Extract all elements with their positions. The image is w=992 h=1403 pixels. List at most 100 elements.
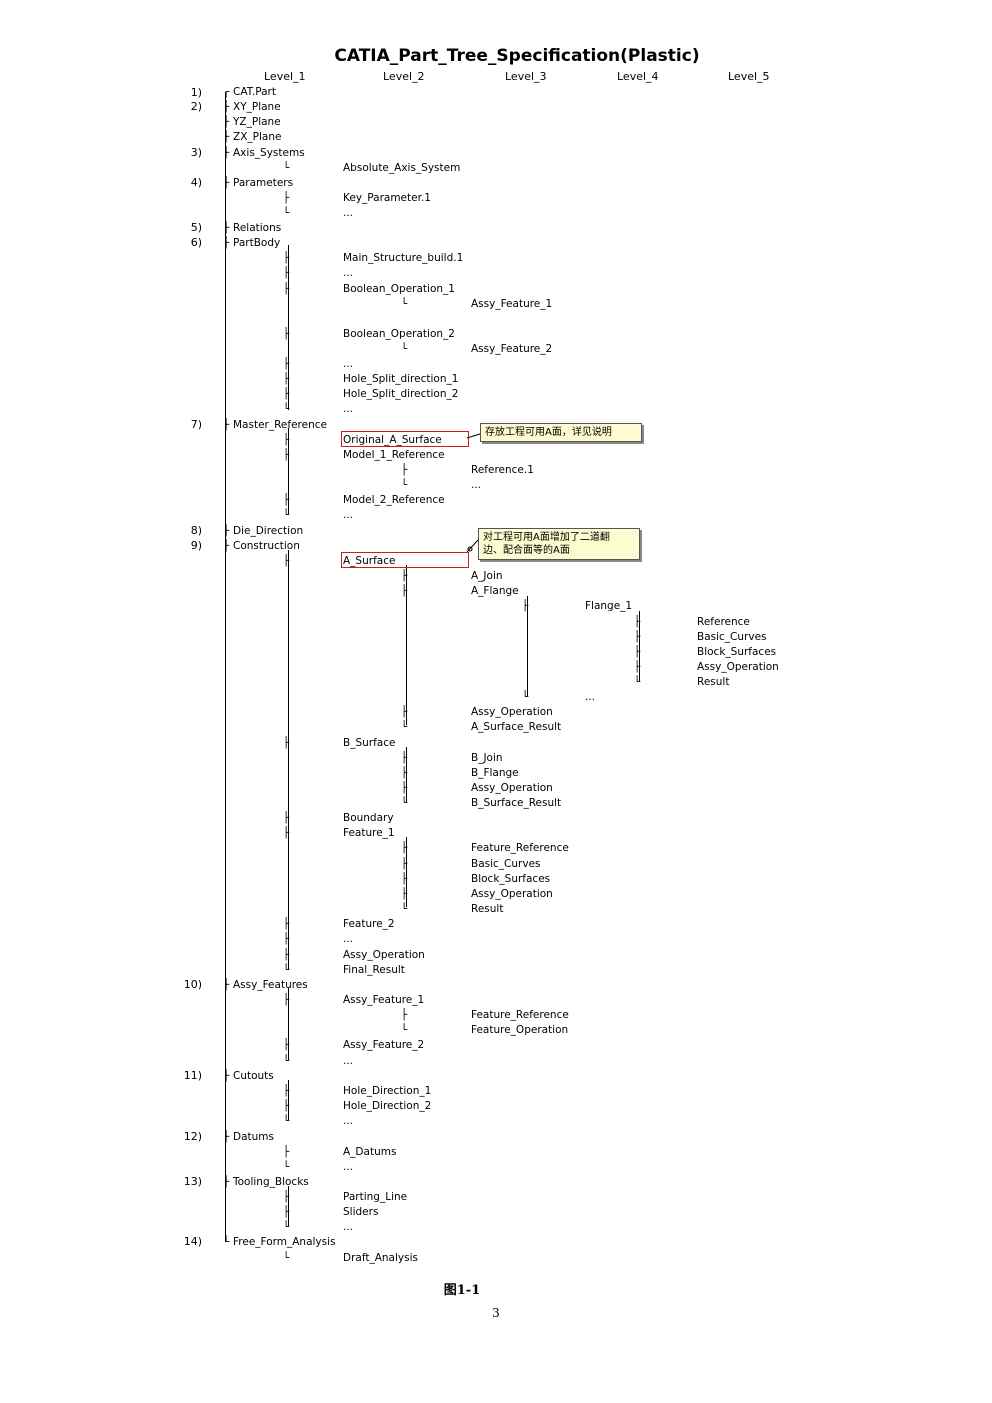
tree-branch-glyph: ├ [401,767,408,779]
tree-node-level-2: Hole_Direction_1 [343,1085,432,1097]
tree-node-level-3: Basic_Curves [471,858,541,870]
item-number: 9) [190,539,202,552]
tree-branch-glyph: ├ [223,237,230,249]
tree-branch-glyph: ├ [634,661,641,673]
tree-node-level-2: Hole_Direction_2 [343,1100,432,1112]
tree-branch-glyph: ├ [283,812,290,824]
tree-branch-glyph: ├ [223,222,230,234]
tree-branch-glyph: └ [283,403,290,415]
tree-node-level-2: Feature_1 [343,827,395,839]
tree-branch-glyph: ├ [283,949,290,961]
tree-branch-glyph: └ [283,964,290,976]
item-number: 3) [190,146,202,159]
item-number: 7) [190,418,202,431]
tree-branch-glyph: └ [283,207,290,219]
tree-node-level-2: Hole_Split_direction_2 [343,388,459,400]
tree-node-level-2: A_Surface [343,555,396,567]
tree-node-level-2: ... [343,267,354,279]
tree-node-level-1: PartBody [233,237,281,249]
tree-branch-glyph: ├ [283,358,290,370]
page-number: 3 [492,1306,500,1320]
tree-node-level-2: ... [343,1115,354,1127]
tree-connector [288,1080,289,1120]
tree-node-level-5: Assy_Operation [697,661,779,673]
tree-node-level-3: A_Flange [471,585,519,597]
tree-node-level-3: Assy_Operation [471,888,553,900]
tree-node-level-3: Assy_Operation [471,782,553,794]
tree-branch-glyph: ├ [223,979,230,991]
item-number: 2) [190,100,202,113]
tree-connector [288,988,289,1060]
tree-branch-glyph: ├ [283,1039,290,1051]
tree-branch-glyph: ├ [283,434,290,446]
tree-node-level-2: Original_A_Surface [343,434,442,446]
tree-connector [527,596,528,696]
tree-branch-glyph: ├ [283,1191,290,1203]
tree-branch-glyph: └ [283,1252,290,1264]
tree-node-level-1: Axis_Systems [233,147,305,159]
a-surface-highlight [341,552,469,568]
tree-node-level-2: Final_Result [343,964,405,976]
tree-node-level-3: ... [471,479,482,491]
tree-node-level-1: YZ_Plane [233,116,281,128]
tree-node-level-2: A_Datums [343,1146,397,1158]
tree-node-level-3: B_Flange [471,767,519,779]
tree-branch-glyph: ├ [223,1131,230,1143]
tree-node-level-2: Key_Parameter.1 [343,192,431,204]
tree-node-level-1: ZX_Plane [233,131,282,143]
item-number: 13) [183,1175,202,1188]
tree-branch-glyph: └ [283,1221,290,1233]
note-text-line2: 边、配合面等的A面 [483,545,570,556]
tree-node-level-3: Assy_Operation [471,706,553,718]
tree-node-level-3: Result [471,903,504,915]
tree-node-level-2: Model_2_Reference [343,494,445,506]
tree-node-level-1: Assy_Features [233,979,308,991]
tree-branch-glyph: └ [283,162,290,174]
tree-node-level-3: Reference.1 [471,464,534,476]
tree-node-level-2: ... [343,1055,354,1067]
document-title: CATIA_Part_Tree_Specification(Plastic) [334,46,700,66]
tree-node-level-2: Parting_Line [343,1191,408,1203]
tree-node-level-4: ... [585,691,596,703]
tree-node-level-1: Free_Form_Analysis [233,1236,336,1248]
tree-node-level-3: Block_Surfaces [471,873,551,885]
original-a-surface-highlight [341,431,469,447]
tree-branch-glyph: └ [522,691,529,703]
tree-node-level-2: Main_Structure_build.1 [343,252,464,264]
item-number: 1) [190,86,202,99]
item-number: 12) [183,1130,202,1143]
tree-branch-glyph: ├ [283,449,290,461]
note-text: 存放工程可用A面，详见说明 [485,427,612,438]
tree-node-level-2: ... [343,933,354,945]
level-1-header: Level_1 [264,70,306,83]
level-2-header: Level_2 [383,70,425,83]
callout-note-original-a-surface: 存放工程可用A面，详见说明 [480,423,642,442]
tree-node-level-5: Result [697,676,730,688]
tree-node-level-1: Die_Direction [233,525,304,537]
tree-node-level-2: B_Surface [343,737,396,749]
tree-branch-glyph: ├ [401,570,408,582]
tree-node-level-5: Reference [697,616,750,628]
tree-node-level-4: Flange_1 [585,600,633,612]
tree-branch-glyph: ├ [223,1070,230,1082]
tree-branch-glyph: ├ [223,419,230,431]
tree-branch-glyph: ├ [401,842,408,854]
item-number: 10) [183,978,202,991]
tree-branch-glyph: ├ [223,540,230,552]
tree-node-level-3: Assy_Feature_1 [471,298,553,310]
level-4-header: Level_4 [617,70,659,83]
tree-branch-glyph: ├ [223,525,230,537]
tree-branch-glyph: ├ [522,600,529,612]
item-number: 11) [183,1069,202,1082]
tree-node-level-5: Basic_Curves [697,631,767,643]
tree-connector [288,428,289,514]
item-number: 5) [190,221,202,234]
tree-branch-glyph: ├ [283,283,290,295]
tree-node-level-5: Block_Surfaces [697,646,777,658]
tree-connector [288,245,289,410]
tree-connector [225,92,226,1242]
tree-node-level-2: Sliders [343,1206,379,1218]
tree-branch-glyph: ├ [223,116,230,128]
tree-branch-glyph: └ [401,343,408,355]
tree-node-level-3: B_Join [471,752,503,764]
